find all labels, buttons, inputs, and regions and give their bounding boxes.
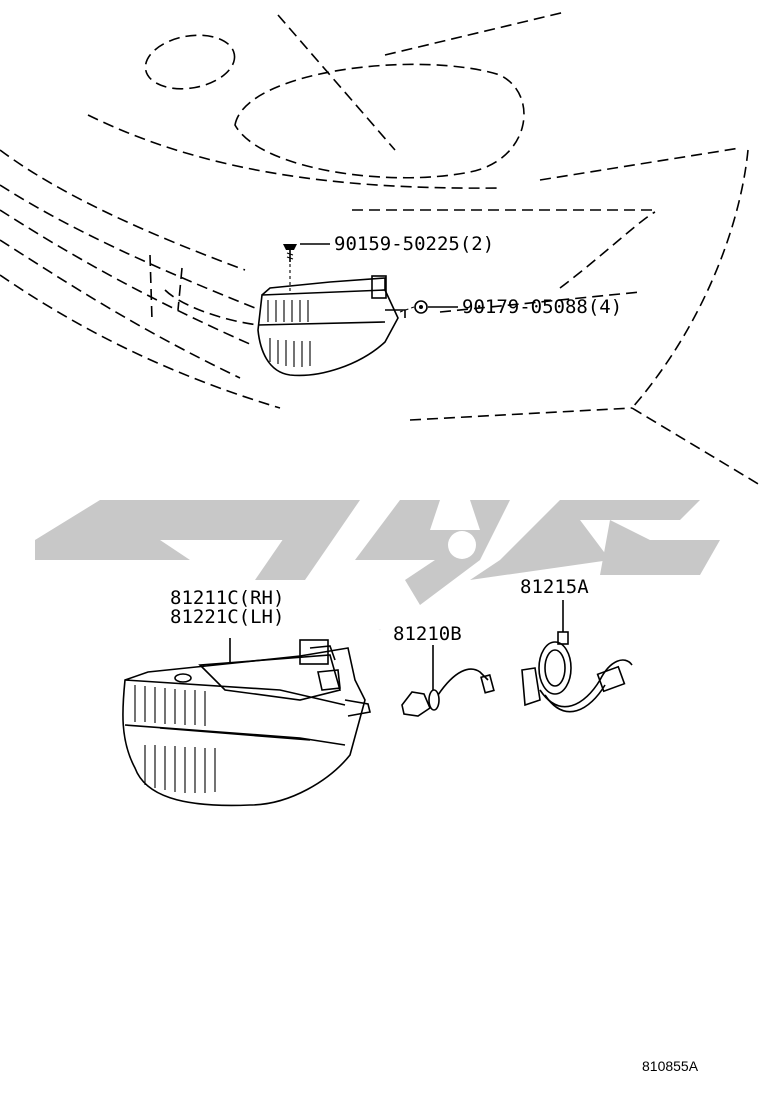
bumper-outline (0, 11, 760, 486)
callout-screw: 90159-50225(2) (334, 233, 494, 255)
callout-fog-lamp-lh: 81221C(LH) (170, 606, 284, 628)
socket-harness-icon (521, 600, 633, 713)
watermark-logo: تويوتا (35, 500, 720, 631)
bulb-icon (401, 645, 495, 717)
installed-fog-lamp (257, 275, 406, 377)
callout-bulb: 81210B (393, 623, 462, 645)
fog-lamp-assembly (122, 638, 371, 807)
watermark-text: تويوتا (378, 629, 382, 631)
callout-nut: 90179-05088(4) (462, 296, 622, 318)
nut-icon (399, 300, 458, 314)
callout-socket: 81215A (520, 576, 589, 598)
callout-fog-lamp-rh: 81211C(RH) (170, 587, 284, 609)
screw-icon (283, 243, 330, 292)
diagram-reference: 810855A (642, 1058, 699, 1074)
